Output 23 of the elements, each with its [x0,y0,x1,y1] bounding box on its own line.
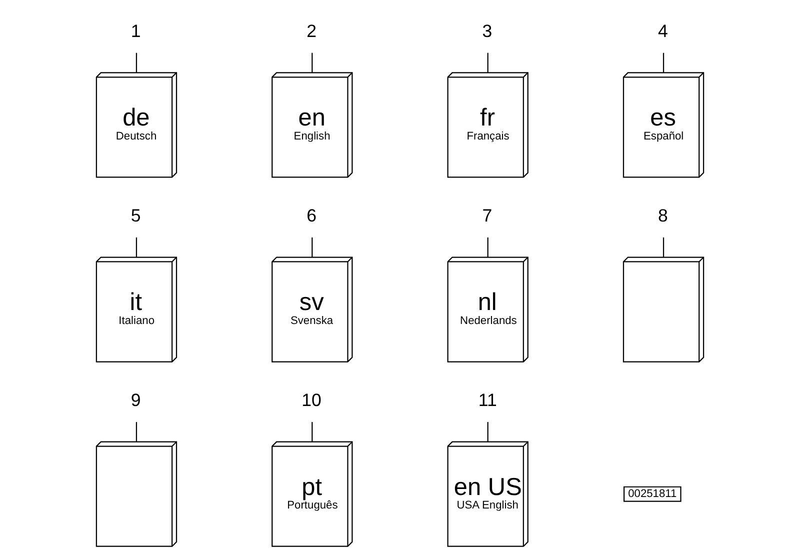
connector [311,422,312,442]
node-text: 3 [482,20,492,41]
connector [486,52,488,73]
connector [135,237,137,258]
node-text: 10 [301,390,321,410]
node-text: 1 [130,20,140,41]
node-text: 2 [306,20,316,41]
node-text: 5 [130,205,140,226]
connector [662,237,664,258]
connector [486,422,488,442]
connector [135,52,137,73]
node-text: 8 [657,205,668,226]
connector [135,422,137,442]
node-text: 4 [657,20,668,41]
connector [311,237,312,258]
label: 00251811 [628,488,676,500]
node-text: 11 [478,390,496,410]
node-text: 9 [130,390,140,410]
connector [662,52,664,73]
connector [311,52,312,73]
node-text: 6 [306,205,316,226]
node-text: 7 [482,205,492,226]
connector [486,237,488,258]
